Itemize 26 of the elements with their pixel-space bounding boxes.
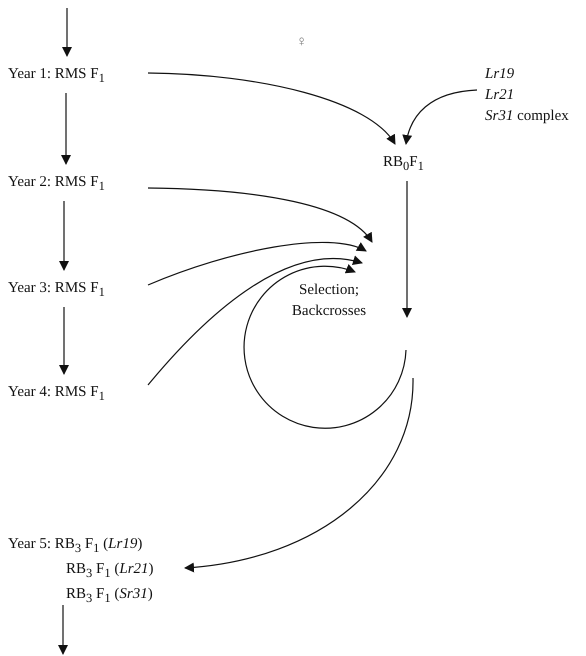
arrow xyxy=(148,187,373,243)
female-symbol: ♀ xyxy=(296,34,308,51)
node-text: Lr21 xyxy=(485,86,514,105)
arrow xyxy=(59,201,69,271)
node-text: RB$_{3}$ F$_{1}$ (Sr31) xyxy=(65,585,153,607)
node-text: RB$_{0}$F$_{1}$ xyxy=(383,153,424,175)
node-text: Year 1: RMS F$_{1}$ xyxy=(8,65,105,87)
node-text: Year 4: RMS F$_{1}$ xyxy=(8,383,105,405)
arrow xyxy=(59,307,69,375)
loop-arrow xyxy=(244,264,407,429)
node-text: Year 5: RB$_{3}$ F$_{1}$ (Lr19) xyxy=(8,535,142,557)
arrow xyxy=(402,181,412,318)
arrow xyxy=(184,378,414,572)
node-text: Year 2: RMS F$_{1}$ xyxy=(8,173,105,195)
node-text: Year 3: RMS F$_{1}$ xyxy=(8,279,105,301)
arrow xyxy=(148,72,396,145)
arrow xyxy=(62,8,72,57)
arrow xyxy=(148,256,363,386)
node-text: Lr19 xyxy=(485,65,514,84)
node-text: Sr31 complex xyxy=(485,107,569,126)
arrow xyxy=(402,89,478,145)
node-text: Selection; Backcrosses xyxy=(290,281,368,321)
arrow xyxy=(58,605,68,655)
arrow xyxy=(148,242,367,286)
node-text: RB$_{3}$ F$_{1}$ (Lr21) xyxy=(65,560,154,582)
arrow xyxy=(61,93,71,165)
